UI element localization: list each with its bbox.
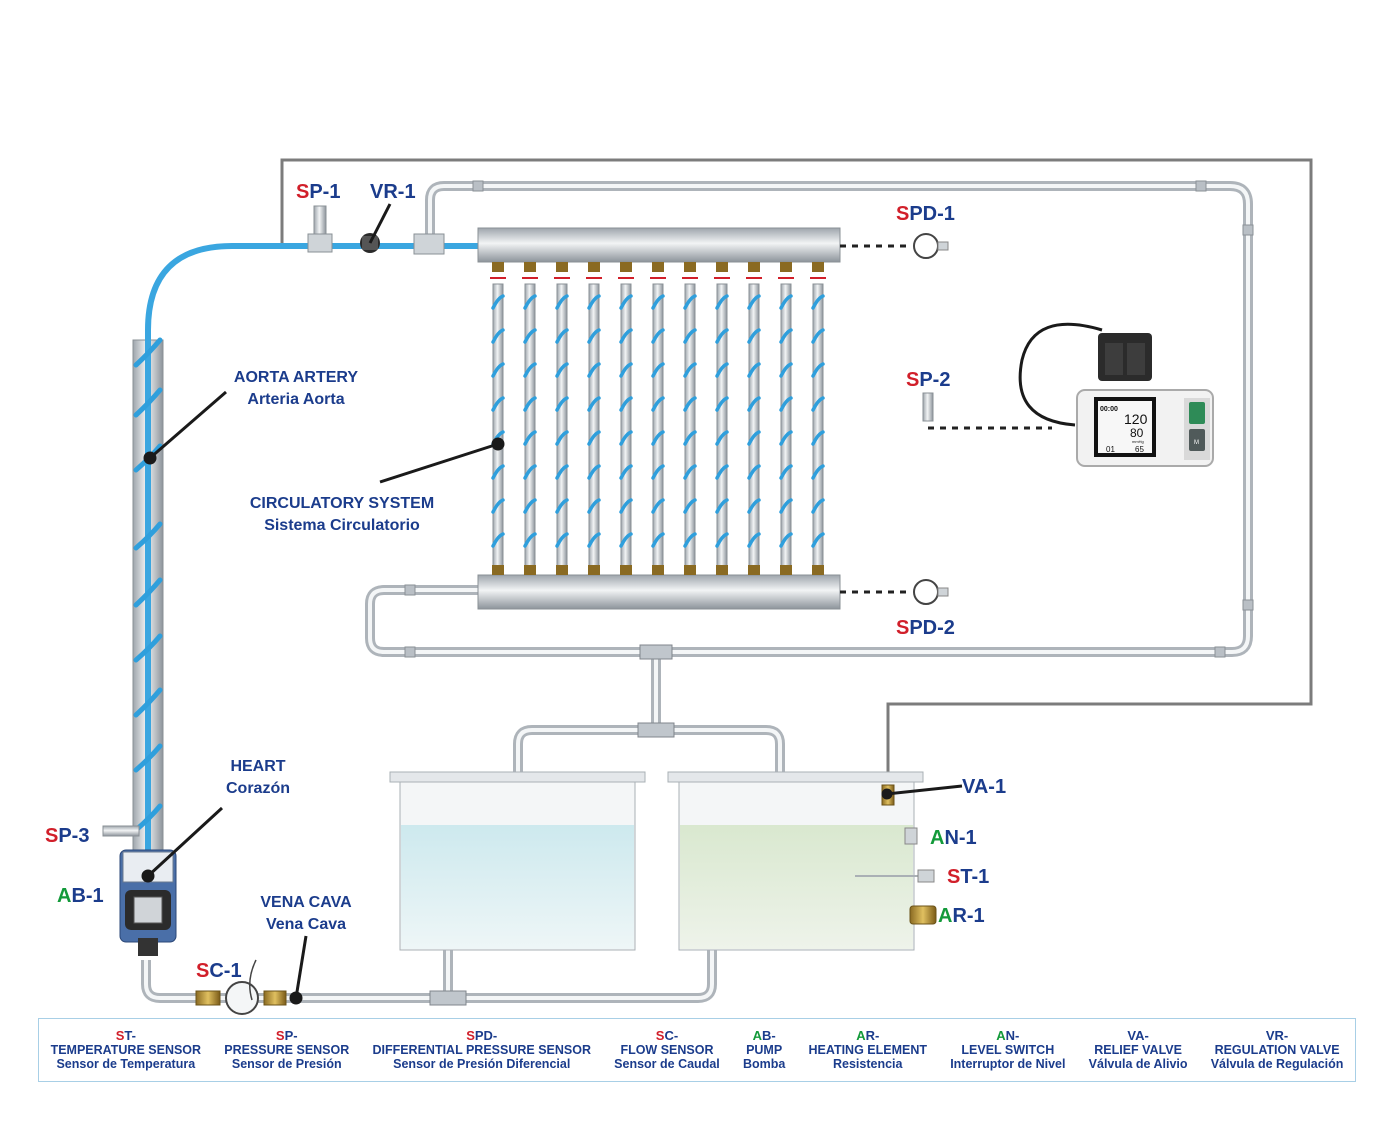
tube-top-fitting xyxy=(684,262,696,272)
label-aorta-en: AORTA ARTERY xyxy=(234,369,358,386)
label-va1: VA-1 xyxy=(962,776,1006,798)
label-aorta-es: Arteria Aorta xyxy=(247,391,344,408)
tube xyxy=(524,283,536,567)
tube xyxy=(716,283,728,567)
tube-top-fitting xyxy=(492,262,504,272)
tube-top-fitting xyxy=(748,262,760,272)
monitor-mem: 01 xyxy=(1106,445,1115,454)
frame-line xyxy=(280,158,1313,785)
label-ar1: AR-1 xyxy=(938,905,985,927)
tube-bottom-fitting xyxy=(812,565,824,575)
tube-spiral xyxy=(683,294,697,548)
tube-top-fitting xyxy=(620,262,632,272)
tube-spiral xyxy=(811,294,825,548)
tube xyxy=(492,283,504,567)
tube xyxy=(812,283,824,567)
label-ab1: AB-1 xyxy=(57,885,104,907)
tube-bottom-fitting xyxy=(492,565,504,575)
tube xyxy=(748,283,760,567)
tube-top-fitting xyxy=(652,262,664,272)
tube-spiral xyxy=(747,294,761,548)
label-sc1: SC-1 xyxy=(196,960,242,982)
bottom-manifold xyxy=(477,574,841,610)
tank-left-lid xyxy=(389,771,646,783)
tube-spiral xyxy=(587,294,601,548)
tube-bottom-fitting xyxy=(556,565,568,575)
tube-bottom-fitting xyxy=(524,565,536,575)
tube xyxy=(652,283,664,567)
tube xyxy=(556,283,568,567)
tube-spiral xyxy=(651,294,665,548)
tube xyxy=(588,283,600,567)
blue-tube xyxy=(145,243,478,870)
tube-spiral xyxy=(523,294,537,548)
tank-right-lid xyxy=(667,771,924,783)
label-vena-en: VENA CAVA xyxy=(260,894,352,911)
monitor-time: 00:00 xyxy=(1100,406,1118,413)
label-an1: AN-1 xyxy=(930,827,977,849)
label-spd2: SPD-2 xyxy=(896,617,955,639)
tube-top-fitting xyxy=(556,262,568,272)
label-vena-es: Vena Cava xyxy=(266,916,346,933)
tube-top-fitting xyxy=(812,262,824,272)
tube-spiral xyxy=(555,294,569,548)
tube-top-fitting xyxy=(780,262,792,272)
label-vr1: VR-1 xyxy=(370,181,416,203)
tube-bottom-fitting xyxy=(652,565,664,575)
label-sp3: SP-3 xyxy=(45,825,89,847)
label-sp1: SP-1 xyxy=(296,181,340,203)
label-heart-es: Corazón xyxy=(226,780,290,797)
label-circ-es: Sistema Circulatorio xyxy=(264,517,420,534)
tube-bottom-fitting xyxy=(620,565,632,575)
monitor-m-button: M xyxy=(1194,440,1199,446)
tube-spiral xyxy=(491,294,505,548)
tube-bottom-fitting xyxy=(748,565,760,575)
monitor-dia: 80 xyxy=(1130,426,1144,440)
tube-spiral xyxy=(715,294,729,548)
tube-spiral xyxy=(779,294,793,548)
tube-bottom-fitting xyxy=(780,565,792,575)
label-heart-en: HEART xyxy=(230,758,285,775)
top-manifold xyxy=(477,227,841,263)
label-st1: ST-1 xyxy=(947,866,989,888)
tube-bottom-fitting xyxy=(684,565,696,575)
monitor-pulse: 65 xyxy=(1135,445,1144,454)
tube-spiral xyxy=(619,294,633,548)
monitor-sys: 120 xyxy=(1124,411,1148,427)
tube-top-fitting xyxy=(716,262,728,272)
tube xyxy=(684,283,696,567)
tube-top-fitting xyxy=(588,262,600,272)
tube xyxy=(620,283,632,567)
label-spd1: SPD-1 xyxy=(896,203,955,225)
tube-top-fitting xyxy=(524,262,536,272)
tube-bottom-fitting xyxy=(588,565,600,575)
monitor-unit: mmHg xyxy=(1132,439,1144,444)
label-circ-en: CIRCULATORY SYSTEM xyxy=(250,495,434,512)
circulatory-tubes xyxy=(490,262,826,575)
label-sp2: SP-2 xyxy=(906,369,950,391)
tube-bottom-fitting xyxy=(716,565,728,575)
tube xyxy=(780,283,792,567)
